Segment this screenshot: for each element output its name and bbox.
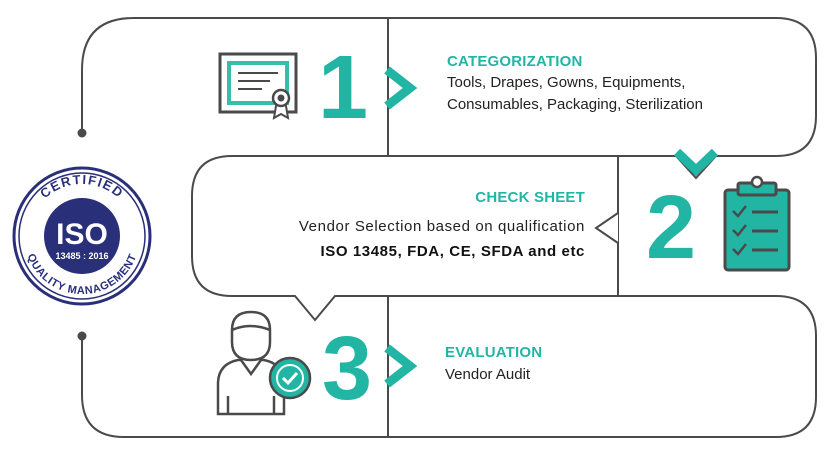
verified-user-icon	[216, 310, 286, 416]
iso-seal: CERTIFIED QUALITY MANAGEMENT ISO 13485 :…	[12, 166, 152, 306]
step1-line1: Tools, Drapes, Gowns, Equipments,	[447, 74, 686, 91]
step1-line2: Consumables, Packaging, Sterilization	[447, 96, 703, 113]
seal-center-text: ISO	[56, 218, 108, 251]
step2-line1: Vendor Selection based on qualification	[298, 218, 585, 235]
step1-chevron-icon	[384, 66, 418, 110]
step2-box	[191, 155, 619, 322]
step3-heading: EVALUATION	[445, 344, 543, 361]
clipboard-checklist-icon	[723, 175, 791, 272]
step2-pointer	[594, 212, 619, 244]
step2-line2: ISO 13485, FDA, CE, SFDA and etc	[320, 243, 585, 260]
step3-chevron-icon	[384, 344, 418, 388]
step2-heading: CHECK SHEET	[475, 189, 585, 206]
connector-dot-bottom	[77, 331, 87, 341]
step1-number: 1	[318, 38, 369, 138]
certificate-icon	[218, 52, 298, 120]
seal-standard-text: 13485 : 2016	[55, 251, 108, 261]
step1-heading: CATEGORIZATION	[447, 53, 583, 70]
left-connector	[81, 17, 230, 438]
step2-number: 2	[646, 178, 697, 278]
step3-line1: Vendor Audit	[445, 366, 531, 383]
step3-number: 3	[322, 319, 373, 419]
step3-box	[230, 295, 817, 438]
connector-dot-top	[77, 128, 87, 138]
verified-badge-icon	[268, 356, 312, 400]
step2-chevron-icon	[673, 148, 719, 177]
step1-box	[230, 17, 817, 180]
